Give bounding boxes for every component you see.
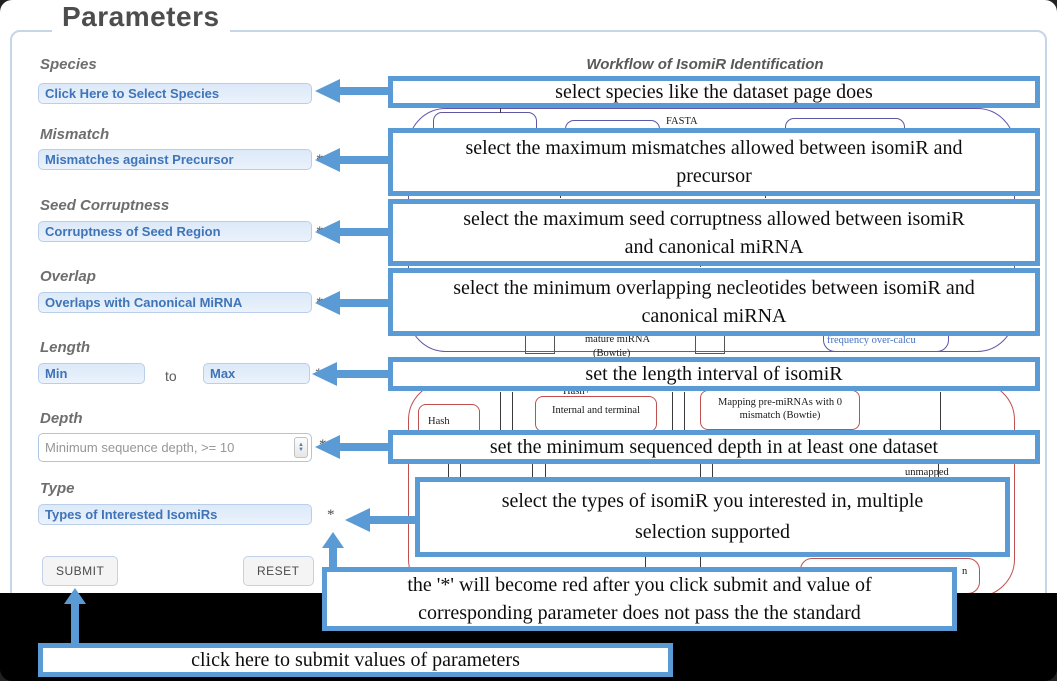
spinner-up-icon[interactable]: ▲ [298, 441, 304, 448]
overlap-label: Overlap [40, 268, 96, 285]
connector-line [448, 464, 449, 477]
spinner-down-icon[interactable]: ▼ [298, 446, 304, 453]
workflow-diagram-title: Workflow of IsomiR Identification [586, 56, 824, 73]
connector-line [700, 557, 701, 567]
submit-button[interactable]: SUBMIT [42, 556, 119, 586]
callout-arrow-line [338, 87, 390, 95]
length-min-input[interactable] [38, 363, 145, 384]
callout-type: select the types of isomiR you intereste… [415, 477, 1010, 557]
parameters-fieldset-border [10, 30, 1047, 593]
reset-button[interactable]: RESET [243, 556, 314, 586]
callout-depth: set the minimum sequenced depth in at le… [388, 430, 1040, 464]
seed-corruptness-label: Seed Corruptness [40, 197, 170, 214]
workflow-label-fasta: FASTA [666, 116, 698, 127]
connector-line [500, 107, 501, 113]
connector-line [938, 464, 939, 477]
callout-arrow-line [338, 156, 390, 164]
workflow-label-internal: Internal and terminal [551, 405, 641, 416]
workflow-label-bowtie: (Bowtie) [593, 348, 631, 359]
callout-arrow-line [335, 370, 390, 378]
species-select[interactable] [38, 83, 312, 104]
length-max-input[interactable] [203, 363, 310, 384]
connector-line [512, 392, 513, 430]
required-marker-type: * [327, 507, 335, 523]
callout-arrow-left-icon [312, 362, 337, 386]
connector-line [940, 392, 941, 430]
callout-arrow-left-icon [345, 508, 370, 532]
overlap-select[interactable] [38, 292, 312, 313]
connector-line [672, 392, 673, 430]
mismatch-label: Mismatch [40, 126, 110, 143]
callout-submit: click here to submit values of parameter… [38, 643, 673, 677]
callout-arrow-left-icon [315, 291, 340, 315]
callout-arrow-up-icon [64, 588, 86, 604]
workflow-label-n: n [962, 566, 968, 577]
callout-arrow-line [329, 547, 337, 569]
type-select[interactable] [38, 504, 312, 525]
connector-line [684, 392, 685, 430]
callout-species: select species like the dataset page doe… [388, 76, 1040, 108]
callout-arrow-line [71, 603, 79, 645]
callout-arrow-line [338, 299, 390, 307]
workflow-label-frequency: frequency over-calcu [827, 335, 916, 346]
connector-line [712, 464, 713, 477]
workflow-label-unmapped: unmapped [905, 467, 949, 478]
connector-line [532, 464, 533, 477]
connector-line [460, 464, 461, 477]
seed-corruptness-select[interactable] [38, 221, 312, 242]
type-label: Type [40, 480, 75, 497]
callout-arrow-line [368, 516, 417, 524]
callout-seed: select the maximum seed corruptness allo… [388, 199, 1040, 266]
callout-arrow-left-icon [315, 79, 340, 103]
connector-line [645, 557, 646, 567]
page-title: Parameters [52, 1, 230, 33]
connector-line [545, 464, 546, 477]
callout-arrow-up-icon [322, 532, 344, 548]
workflow-label-mapping: Mapping pre-miRNAs with 0 mismatch (Bowt… [718, 397, 842, 421]
callout-mismatch: select the maximum mismatches allowed be… [388, 128, 1040, 196]
length-to-label: to [165, 368, 177, 384]
depth-label: Depth [40, 410, 83, 427]
connector-line [500, 392, 501, 430]
callout-asterisk: the '*' will become red after you click … [322, 567, 957, 631]
depth-number-input[interactable] [38, 433, 312, 462]
workflow-label-hash: Hash [428, 416, 450, 427]
callout-arrow-left-icon [315, 148, 340, 172]
species-label: Species [40, 56, 97, 73]
workflow-label-hash-top: Hash+ [563, 386, 591, 397]
workflow-label-maturemirna: mature miRNA [585, 334, 651, 345]
callout-arrow-left-icon [315, 435, 340, 459]
depth-spinner[interactable]: ▲▼ [294, 437, 308, 458]
mismatch-select[interactable] [38, 149, 312, 170]
callout-arrow-line [338, 228, 390, 236]
callout-overlap: select the minimum overlapping necleotid… [388, 268, 1040, 336]
callout-arrow-line [338, 443, 390, 451]
length-label: Length [40, 339, 90, 356]
callout-length: set the length interval of isomiR [388, 357, 1040, 391]
callout-arrow-left-icon [315, 220, 340, 244]
connector-line [700, 464, 701, 477]
